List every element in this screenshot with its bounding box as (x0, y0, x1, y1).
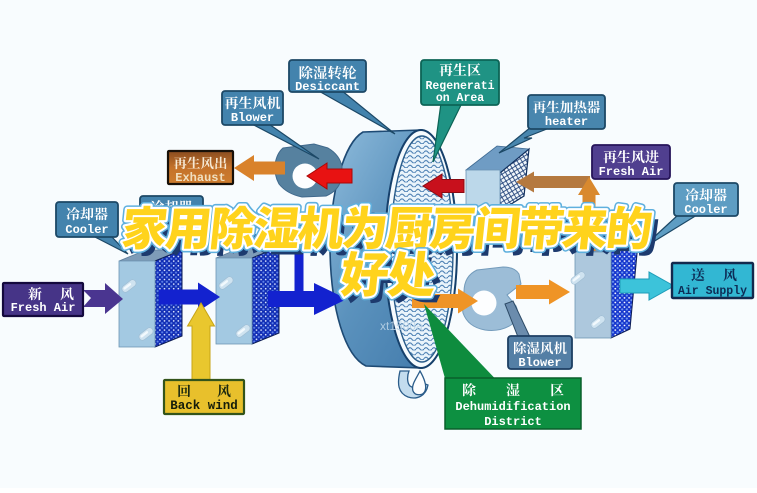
svg-text:Fresh Air: Fresh Air (599, 165, 664, 179)
svg-text:Desiccant: Desiccant (295, 80, 360, 94)
svg-text:District: District (484, 415, 542, 429)
svg-text:Back wind: Back wind (170, 399, 238, 413)
svg-text:on Area: on Area (436, 92, 484, 105)
svg-text:Dehumidification: Dehumidification (455, 400, 570, 414)
svg-text:Blower: Blower (518, 356, 561, 370)
svg-text:Cooler: Cooler (684, 203, 727, 217)
svg-text:heater: heater (545, 115, 588, 129)
svg-text:Exhaust: Exhaust (175, 171, 225, 185)
svg-text:xt1500a: xt1500a (380, 319, 423, 333)
svg-text:Fresh Air: Fresh Air (11, 301, 76, 315)
svg-text:Air Supply: Air Supply (678, 285, 747, 298)
svg-text:Blower: Blower (231, 111, 274, 125)
svg-text:Regenerati: Regenerati (425, 80, 494, 93)
svg-text:Cooler: Cooler (65, 223, 108, 237)
